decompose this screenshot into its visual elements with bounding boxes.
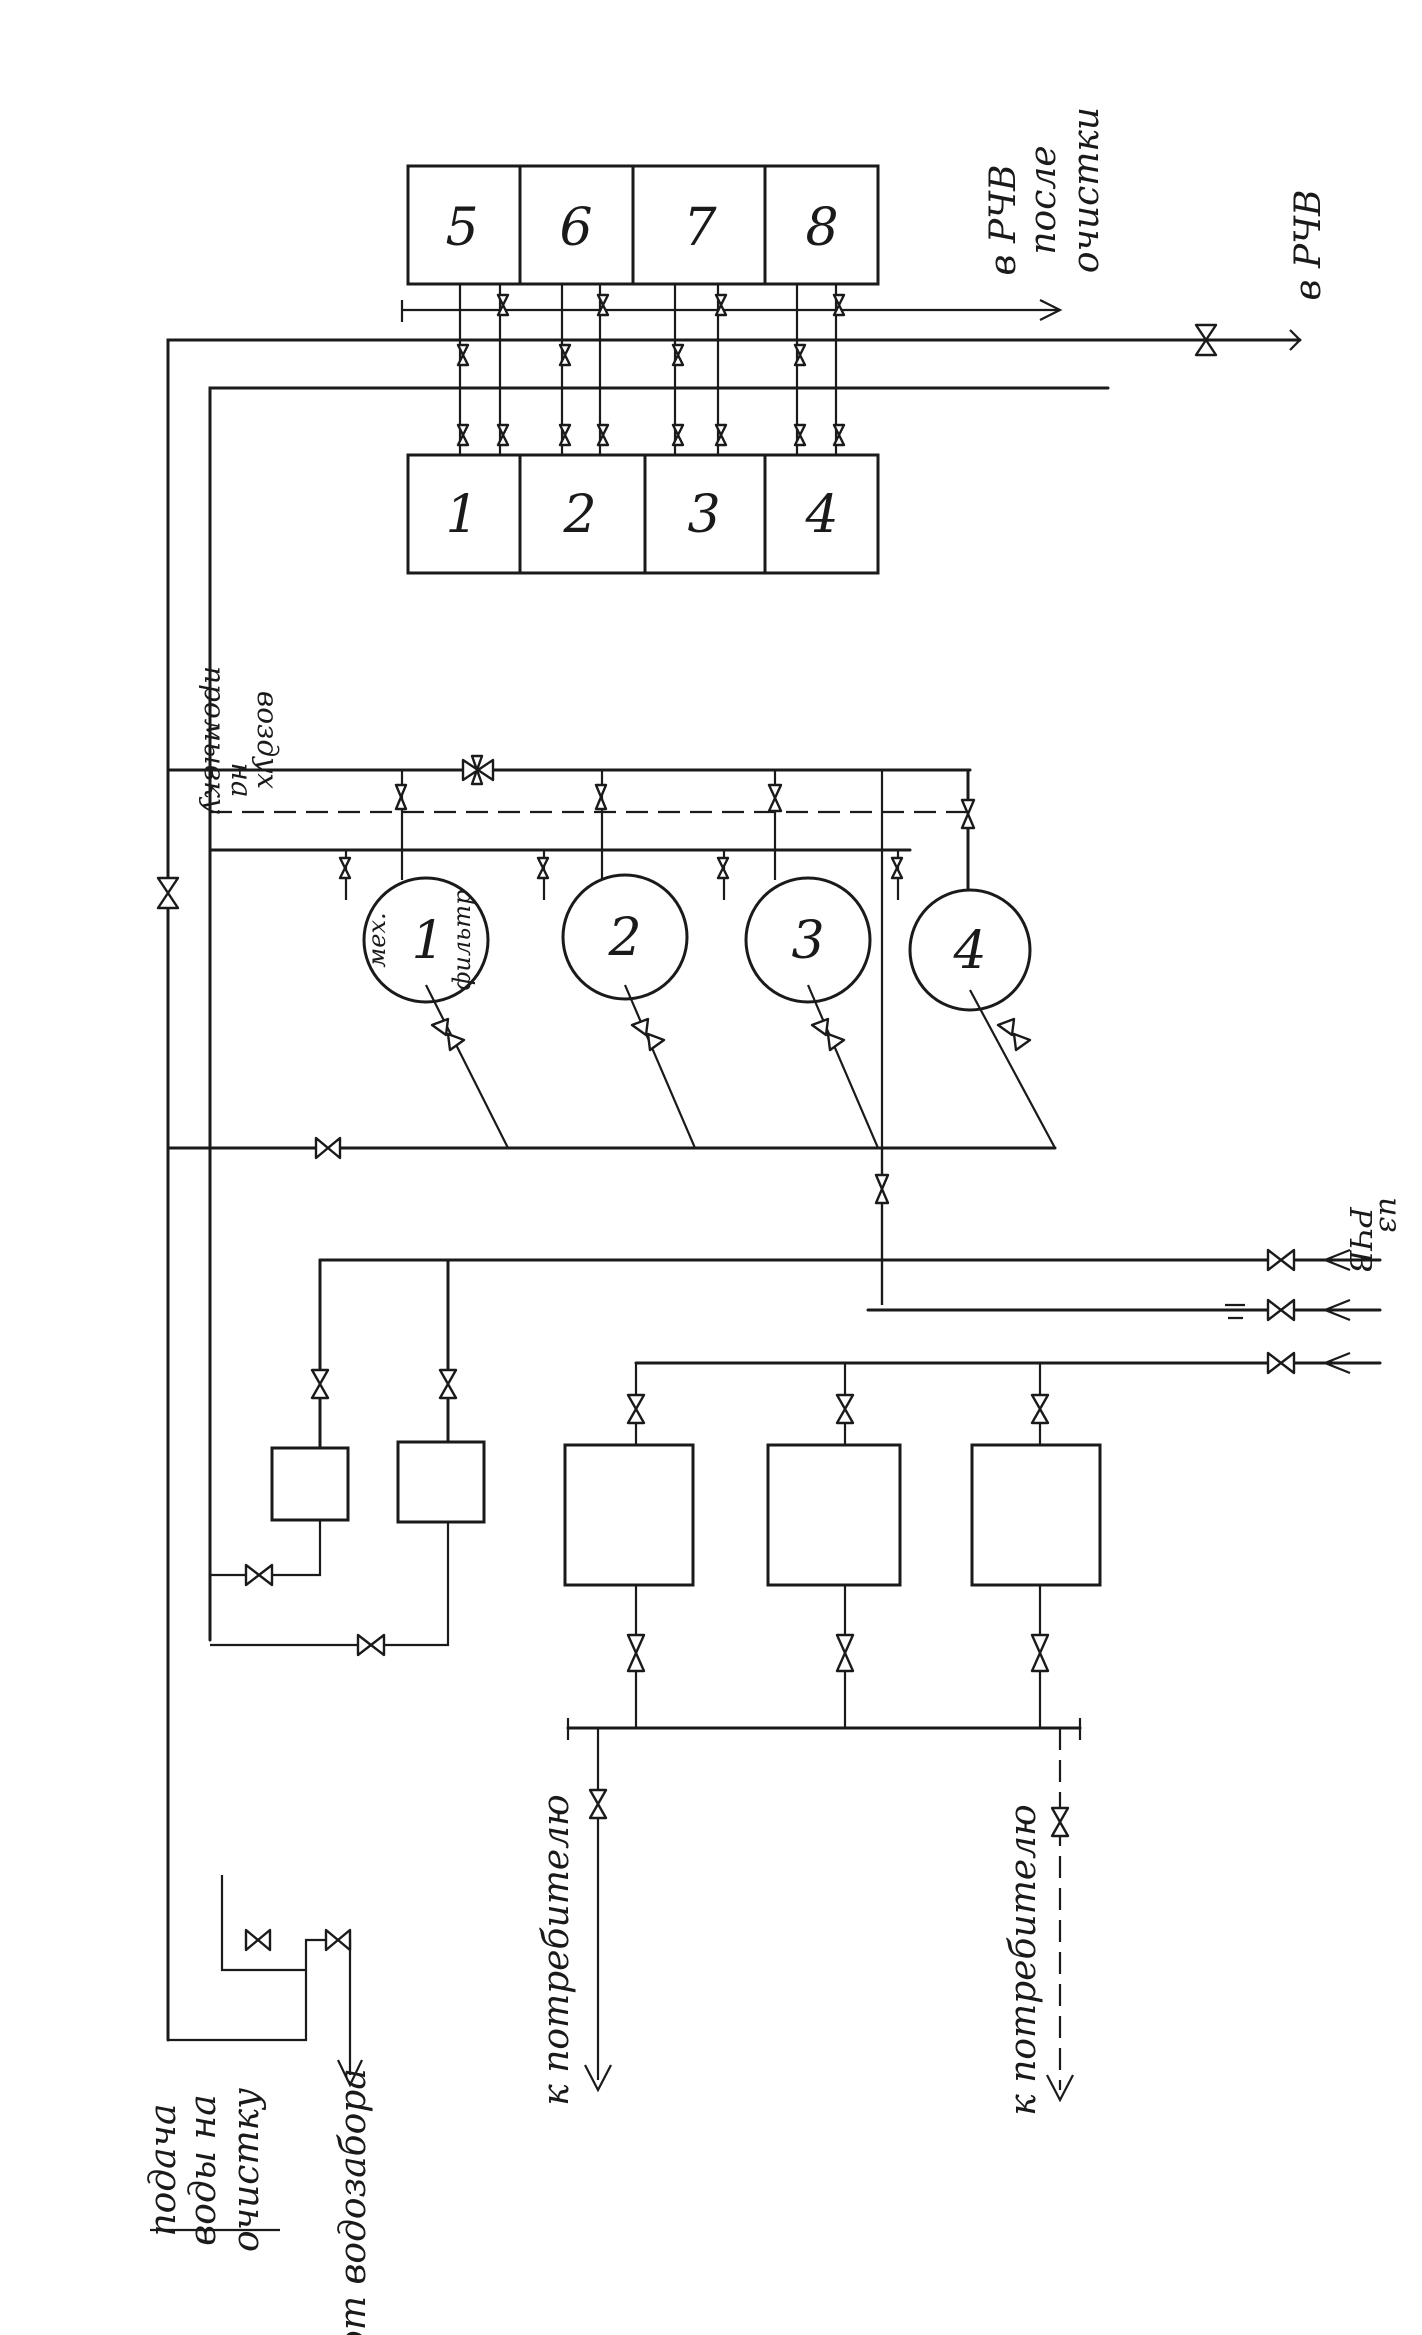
to-rchv-arrow bbox=[1039, 299, 1302, 351]
consumer-arrow-1 bbox=[584, 2064, 612, 2093]
filter-3-label: 3 bbox=[791, 911, 824, 971]
caption-to-consumer-1: к потребителю bbox=[536, 1794, 577, 2106]
small-box-2 bbox=[396, 1440, 486, 1524]
caption-from-rchv: из РЧВ bbox=[1342, 1197, 1407, 1273]
tank-6-label: 6 bbox=[559, 198, 592, 258]
tank-3-label: 3 bbox=[687, 485, 720, 545]
secondary-supply-pipe bbox=[208, 386, 1110, 1642]
small-box-1 bbox=[270, 1446, 350, 1522]
filter-numbers: 1 2 3 4 bbox=[411, 908, 986, 981]
caption-air-intake: воздух на промывку bbox=[198, 666, 284, 815]
reservoir-1 bbox=[563, 1443, 695, 1587]
tank-4-label: 4 bbox=[804, 485, 838, 545]
reservoir-2 bbox=[766, 1443, 902, 1587]
tank-row-upper bbox=[406, 164, 880, 286]
reservoir-feed bbox=[634, 1363, 1042, 1445]
filter-1-caption: мех. фильтр bbox=[363, 890, 476, 991]
tank-2-label: 2 bbox=[562, 485, 596, 545]
consumer-arrow-2 bbox=[1046, 2074, 1074, 2103]
gate-valve-icon[interactable] bbox=[156, 293, 1296, 1952]
svg-text:на: на bbox=[225, 762, 258, 797]
svg-text:фильтр: фильтр bbox=[448, 890, 476, 991]
svg-text:воздух: воздух bbox=[251, 691, 284, 789]
tank-5-label: 5 bbox=[445, 198, 478, 258]
reservoir-3 bbox=[970, 1443, 1102, 1587]
tank-7-label: 7 bbox=[683, 198, 717, 258]
svg-text:в РЧВ: в РЧВ bbox=[983, 165, 1024, 276]
caption-to-consumer-2: к потребителю bbox=[1003, 1804, 1044, 2116]
svg-text:очистки: очистки bbox=[1066, 107, 1107, 273]
caption-to-rchv: в РЧВ bbox=[1288, 190, 1329, 301]
svg-text:из: из bbox=[1372, 1197, 1407, 1233]
small-box-feed bbox=[318, 1258, 450, 1450]
filter-4-label: 4 bbox=[952, 921, 986, 981]
tank-link-pipes bbox=[458, 284, 838, 455]
caption-from-intake: от водозабора bbox=[333, 2068, 374, 2335]
filters bbox=[362, 873, 1032, 1012]
svg-text:промывку: промывку bbox=[198, 666, 231, 815]
caption-water-supply: подача воды на очистку bbox=[143, 2088, 267, 2252]
intake-pipes bbox=[168, 1875, 352, 2075]
svg-text:после: после bbox=[1023, 145, 1064, 254]
from-rchv-arrows bbox=[1322, 1248, 1351, 1375]
svg-text:РЧВ: РЧВ bbox=[1342, 1206, 1377, 1272]
svg-text:мех.: мех. bbox=[363, 912, 391, 967]
tank-8-label: 8 bbox=[805, 198, 838, 258]
tank-1-label: 1 bbox=[445, 485, 478, 545]
filter-outlets bbox=[425, 984, 1056, 1149]
intake-arrow bbox=[337, 2059, 363, 2088]
filter-2-label: 2 bbox=[607, 908, 641, 968]
svg-text:очистку: очистку bbox=[226, 2088, 267, 2252]
tank-numbers: 5 6 7 8 1 2 3 4 bbox=[445, 198, 838, 545]
svg-text:подача: подача bbox=[143, 2104, 184, 2237]
svg-text:воды на: воды на bbox=[183, 2094, 224, 2245]
caption-to-rchv-after: в РЧВ после очистки bbox=[983, 107, 1107, 276]
filter-1-label: 1 bbox=[411, 911, 444, 971]
main-supply-pipe bbox=[166, 338, 410, 2042]
tank-row-lower bbox=[406, 453, 880, 575]
